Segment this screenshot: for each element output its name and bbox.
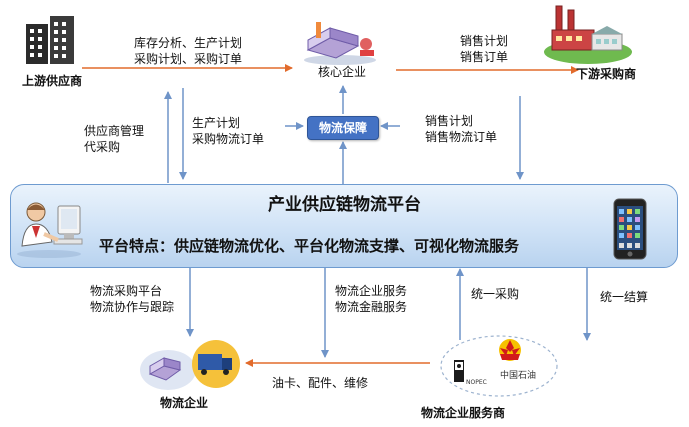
label-procurement-logistics-order: 采购物流订单: [192, 132, 265, 146]
label-logistics-finance-service: 物流金融服务: [335, 300, 408, 314]
forklift-truck-icon: [140, 340, 240, 390]
label-fuel-parts-repair: 油卡、配件、维修: [272, 376, 369, 390]
label-logistics-procurement-platform: 物流采购平台: [90, 284, 163, 298]
label-unified-purchase: 统一采购: [471, 287, 520, 301]
label-sales-plan: 销售计划: [460, 34, 509, 48]
cnpc-logo-icon: [499, 339, 521, 361]
label-supplier-management: 供应商管理: [84, 124, 145, 138]
smartphone-icon: [613, 198, 647, 260]
svg-text:中国石油: 中国石油: [500, 369, 536, 381]
core-enterprise-label: 核心企业: [318, 65, 367, 79]
sinopec-logo-icon: [454, 360, 464, 382]
service-provider-logos: 中国石油 NOPEC: [440, 335, 558, 397]
building-icon: [26, 16, 74, 64]
platform-band: [10, 184, 678, 268]
label-unified-settlement: 统一结算: [600, 290, 649, 304]
core-factory-icon: [304, 22, 376, 65]
logistics-guarantee-badge: 物流保障: [307, 116, 379, 140]
label-production-plan: 生产计划: [192, 116, 241, 130]
service-provider-label: 物流企业服务商: [421, 406, 506, 420]
downstream-factory-icon: [544, 5, 632, 64]
operator-icon: [17, 202, 83, 258]
label-logistics-collaboration: 物流协作与跟踪: [90, 300, 175, 314]
downstream-buyer-label: 下游采购商: [576, 67, 637, 81]
label-proxy-procurement: 代采购: [84, 140, 121, 154]
label-sales-order: 销售订单: [460, 50, 509, 64]
logistics-enterprise-label: 物流企业: [160, 396, 209, 410]
label-procurement-plan: 采购计划、采购订单: [134, 52, 243, 66]
label-inventory-analysis: 库存分析、生产计划: [134, 36, 243, 50]
svg-text:NOPEC: NOPEC: [466, 379, 487, 386]
platform-title: 产业供应链物流平台: [268, 195, 421, 215]
label-sales-plan-2: 销售计划: [425, 114, 474, 128]
label-logistics-enterprise-service: 物流企业服务: [335, 284, 408, 298]
upstream-supplier-label: 上游供应商: [22, 74, 83, 88]
platform-features: 平台特点：供应链物流优化、平台化物流支撑、可视化物流服务: [99, 237, 520, 255]
label-sales-logistics-order: 销售物流订单: [425, 130, 498, 144]
